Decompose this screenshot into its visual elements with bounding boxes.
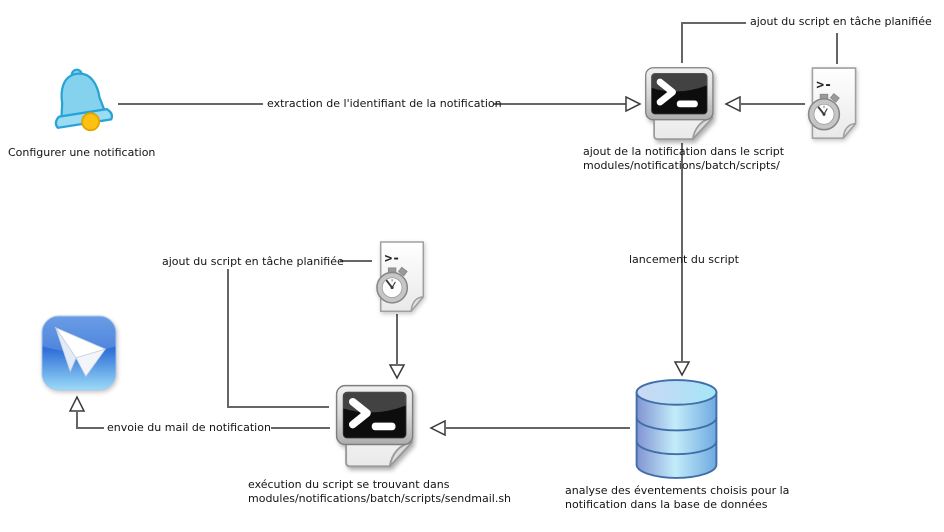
label-configurer-notification: Configurer une notification bbox=[8, 146, 156, 159]
scheduled-script-document-icon bbox=[803, 65, 865, 142]
label-ajout-script-tache-planifiee-mid: ajout du script en tâche planifiée bbox=[162, 255, 344, 268]
arrowhead-into-script-top-left bbox=[625, 95, 642, 113]
edge-scheduled-mid-label-to-script-bottom bbox=[227, 269, 329, 408]
terminal-script-icon bbox=[327, 378, 426, 473]
label-ajout-notification-script: ajout de la notification dans le script … bbox=[583, 145, 785, 172]
label-ajout-script-tache-planifiee-top: ajout du script en tâche planifiée bbox=[750, 15, 932, 28]
label-analyse-evenements: analyse des éventements choisis pour la … bbox=[565, 484, 790, 511]
arrowhead-into-mail bbox=[68, 395, 86, 412]
arrowhead-into-database bbox=[673, 361, 691, 377]
arrowhead-into-script-bottom-top bbox=[388, 364, 406, 380]
bell-icon bbox=[46, 66, 118, 142]
terminal-script-icon bbox=[638, 61, 724, 145]
arrowhead-into-script-bottom-right bbox=[429, 419, 446, 437]
edge-script-bottom-to-mail bbox=[76, 412, 330, 429]
scheduled-script-document-icon bbox=[371, 239, 433, 315]
database-icon bbox=[629, 376, 724, 481]
arrowhead-into-script-top-right bbox=[724, 95, 741, 113]
paper-plane-icon bbox=[40, 314, 118, 392]
edge-script-top-to-scheduled-label bbox=[681, 22, 746, 63]
label-lancement-script: lancement du script bbox=[629, 253, 739, 266]
label-envoie-mail: envoie du mail de notification bbox=[107, 421, 271, 434]
label-extraction-identifiant: extraction de l'identifiant de la notifi… bbox=[267, 97, 502, 110]
label-execution-script: exécution du script se trouvant dans mod… bbox=[248, 478, 512, 505]
